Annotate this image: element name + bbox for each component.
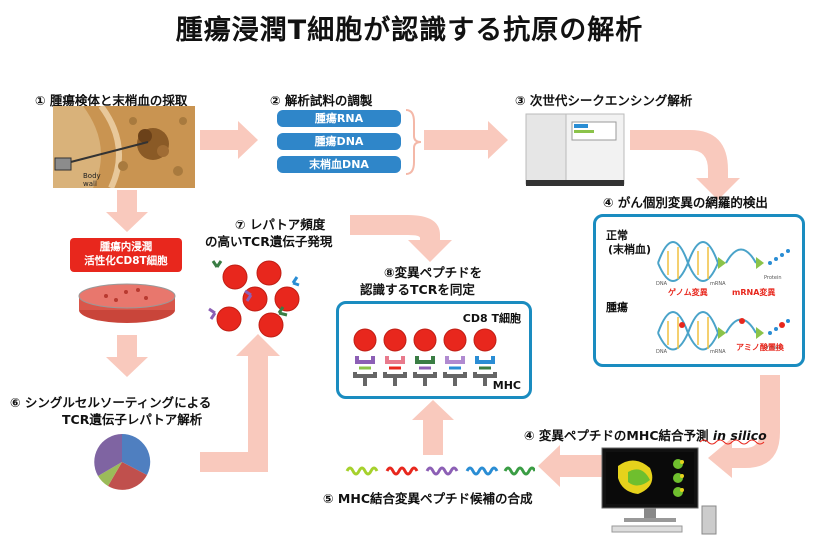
cd8-t-cell-label: CD8 T細胞 [462,312,521,325]
arrow-9-5 [538,445,608,487]
arrow-3-4 [630,130,740,200]
step-9-label-text: ④ 変異ペプチドのMHC結合予測 [524,428,713,443]
arrow-1-2 [200,121,258,159]
normal-sub-label: (末梢血) [608,243,652,256]
amino-acid-substitution-label: アミノ酸置換 [736,343,784,352]
svg-text:mRNA: mRNA [710,349,726,355]
sample-blood-dna: 末梢血DNA [277,156,401,173]
svg-text:mRNA: mRNA [710,281,726,287]
bracket-brace [405,109,422,175]
sample-tumor-dna: 腫瘍DNA [277,133,401,150]
step-3-label: ③ 次世代シークエンシング解析 [515,93,693,108]
mhc-label: MHC [492,379,521,392]
step-7-label-1: ⑦ レパトア頻度 [235,217,326,232]
step-9-label: ④ 変異ペプチドのMHC結合予測 in silico [524,425,767,444]
tcr-mhc-panel: CD8 T細胞 MHC [336,301,532,399]
arrow-dish-6 [106,335,148,377]
sample-tumor-rna: 腫瘍RNA [277,110,401,127]
mutation-detection-panel: 正常 (末梢血) 腫瘍 DNA mRNA Protein DNA mRN [593,214,805,367]
peptide-candidates [345,466,535,476]
spellcheck-underline [700,439,765,445]
normal-label: 正常 [606,229,628,242]
arrow-4-9 [708,375,780,478]
til-line-2: 活性化CD8T細胞 [84,255,168,267]
computer-icon [601,447,717,535]
svg-text:Body: Body [83,172,101,180]
arrow-7-8 [350,215,452,262]
svg-text:Protein: Protein [764,275,782,281]
tissue-sampling-illustration: Body wall [53,106,195,188]
step-1-label: ① 腫瘍検体と末梢血の採取 [35,93,188,108]
tcr-expressing-cells [208,260,300,338]
step-8-label-1: ⑧変異ペプチドを [384,265,483,280]
til-label-box: 腫瘍内浸潤 活性化CD8T細胞 [70,238,182,272]
page-title: 腫瘍浸潤T細胞が認識する抗原の解析 [175,15,644,46]
step-8-label-2: 認識するTCRを同定 [360,282,475,297]
step-6-label-2: TCR遺伝子レパトア解析 [62,412,203,427]
arrow-5-8 [412,400,454,455]
svg-text:DNA: DNA [656,281,668,287]
svg-text:DNA: DNA [656,349,668,355]
step-9-label-italic: in silico [712,428,767,443]
svg-text:Protein: Protein [764,345,782,351]
sequencer-icon [525,113,625,186]
arrow-2-3 [424,121,508,159]
culture-dish-icon [78,283,176,323]
step-7-label-2: の高いTCR遺伝子発現 [205,234,333,249]
genome-mutation-label: ゲノム変異 [668,288,708,297]
til-line-1: 腫瘍内浸潤 [99,241,153,253]
step-2-label: ② 解析試料の調製 [270,93,373,108]
svg-text:wall: wall [83,180,97,188]
dna-mrna-protein-diagram: DNA mRNA Protein DNA mRNA Protein [656,241,790,355]
mrna-mutation-label: mRNA変異 [732,288,776,297]
tumor-label: 腫瘍 [606,301,628,314]
arrow-1-til [106,190,148,232]
step-6-label-1: ⑥ シングルセルソーティングによる [10,395,212,410]
arrow-6-7 [200,334,280,472]
step-4-label: ④ がん個別変異の網羅的検出 [603,195,768,210]
repertoire-pie-chart [94,433,151,490]
tcr-mhc-complexes [353,328,497,386]
step-5-label: ⑤ MHC結合変異ペプチド候補の合成 [323,491,533,506]
